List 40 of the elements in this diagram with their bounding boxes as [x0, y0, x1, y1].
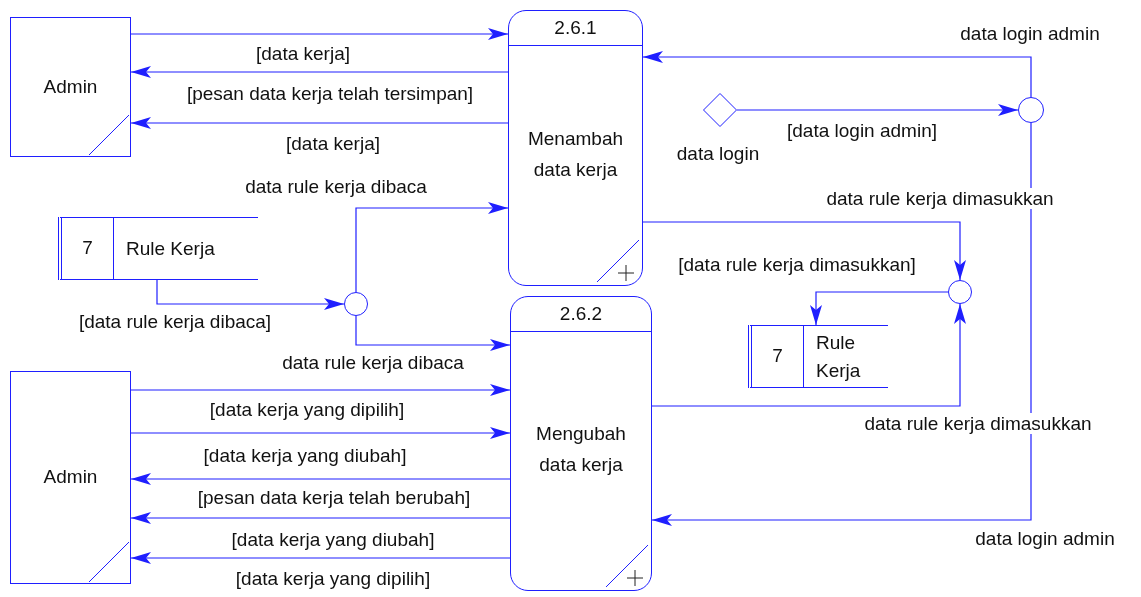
junction-circle: [1018, 97, 1044, 123]
store-label: Rule Kerja: [816, 330, 862, 383]
external-entity-box: [10, 17, 131, 157]
process-number: 2.6.2: [559, 301, 603, 326]
decision-diamond: [703, 93, 737, 127]
arrow: [355, 202, 509, 293]
arrow: [156, 279, 345, 310]
arrow: [130, 512, 511, 524]
external-entity-box: [10, 371, 131, 584]
junction-circle: [948, 280, 972, 304]
entity-label: Admin: [43, 74, 98, 99]
arrow: [355, 315, 511, 351]
data-store: [748, 325, 888, 388]
process-box: [510, 296, 652, 591]
arrow: [651, 122, 1032, 526]
junction-circle: [344, 292, 368, 316]
arrow: [642, 221, 966, 281]
arrow: [130, 384, 511, 396]
arrow: [651, 303, 966, 407]
arrow: [130, 28, 509, 40]
edge-label: data rule kerja dimasukkan: [824, 188, 1056, 209]
arrow: [130, 117, 509, 129]
store-number: 7: [772, 344, 783, 369]
process-label: Mengubah data kerja: [535, 422, 627, 477]
process-label: Menambah data kerja: [526, 126, 625, 182]
data-store: [58, 217, 258, 280]
arrow: [810, 291, 949, 326]
arrow: [130, 473, 511, 485]
process-number: 2.6.1: [554, 15, 597, 40]
process-box: [508, 10, 643, 286]
arrow: [736, 104, 1019, 116]
arrow: [130, 66, 509, 78]
arrow: [130, 552, 511, 564]
arrow: [642, 51, 1032, 98]
arrow: [130, 427, 511, 439]
store-label: Rule Kerja: [126, 236, 215, 261]
edge-label: data rule kerja dimasukkan: [862, 413, 1094, 434]
store-number: 7: [82, 236, 93, 261]
entity-label: Admin: [43, 465, 98, 490]
node-caption: data login: [676, 142, 760, 164]
